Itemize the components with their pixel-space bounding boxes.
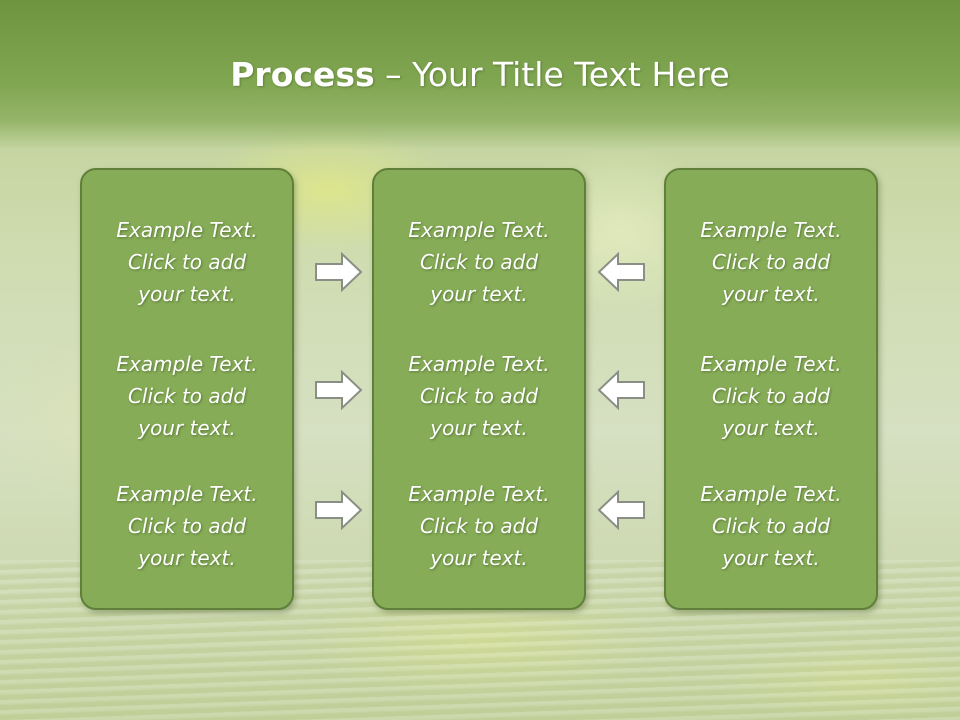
text-line: Click to add (419, 384, 539, 408)
text-line: Example Text. (700, 482, 842, 506)
arrow-right-icon[interactable] (314, 252, 364, 292)
text-placeholder[interactable]: Example Text. Click to add your text. (374, 478, 584, 574)
text-line: your text. (722, 546, 820, 570)
text-line: your text. (430, 416, 528, 440)
text-placeholder[interactable]: Example Text. Click to add your text. (374, 214, 584, 310)
text-line: Click to add (711, 384, 831, 408)
text-line: your text. (722, 282, 820, 306)
text-line: Example Text. (408, 352, 550, 376)
text-line: Example Text. (700, 352, 842, 376)
text-placeholder[interactable]: Example Text. Click to add your text. (82, 478, 292, 574)
text-line: Click to add (127, 514, 247, 538)
text-line: Example Text. (408, 482, 550, 506)
arrow-right-icon[interactable] (314, 490, 364, 530)
text-placeholder[interactable]: Example Text. Click to add your text. (82, 214, 292, 310)
text-line: Example Text. (116, 352, 258, 376)
text-placeholder[interactable]: Example Text. Click to add your text. (666, 478, 876, 574)
text-line: Click to add (419, 250, 539, 274)
text-line: Example Text. (116, 218, 258, 242)
text-line: Click to add (127, 250, 247, 274)
text-line: Example Text. (116, 482, 258, 506)
arrow-left-icon[interactable] (596, 490, 646, 530)
text-line: Click to add (711, 250, 831, 274)
text-line: your text. (722, 416, 820, 440)
text-line: your text. (430, 546, 528, 570)
process-box-right: Example Text. Click to add your text. Ex… (664, 168, 878, 610)
text-placeholder[interactable]: Example Text. Click to add your text. (666, 348, 876, 444)
text-line: your text. (430, 282, 528, 306)
text-line: your text. (138, 546, 236, 570)
process-box-left: Example Text. Click to add your text. Ex… (80, 168, 294, 610)
text-placeholder[interactable]: Example Text. Click to add your text. (666, 214, 876, 310)
slide-title[interactable]: Process – Your Title Text Here (0, 52, 960, 98)
title-bold: Process (230, 55, 375, 94)
arrow-left-icon[interactable] (596, 252, 646, 292)
title-rest: – Your Title Text Here (374, 55, 730, 94)
text-placeholder[interactable]: Example Text. Click to add your text. (374, 348, 584, 444)
text-line: your text. (138, 282, 236, 306)
text-line: Example Text. (700, 218, 842, 242)
text-line: Click to add (711, 514, 831, 538)
text-line: Click to add (127, 384, 247, 408)
text-line: your text. (138, 416, 236, 440)
text-line: Click to add (419, 514, 539, 538)
text-placeholder[interactable]: Example Text. Click to add your text. (82, 348, 292, 444)
arrow-left-icon[interactable] (596, 370, 646, 410)
arrow-right-icon[interactable] (314, 370, 364, 410)
process-box-center: Example Text. Click to add your text. Ex… (372, 168, 586, 610)
text-line: Example Text. (408, 218, 550, 242)
title-bar (0, 0, 960, 150)
